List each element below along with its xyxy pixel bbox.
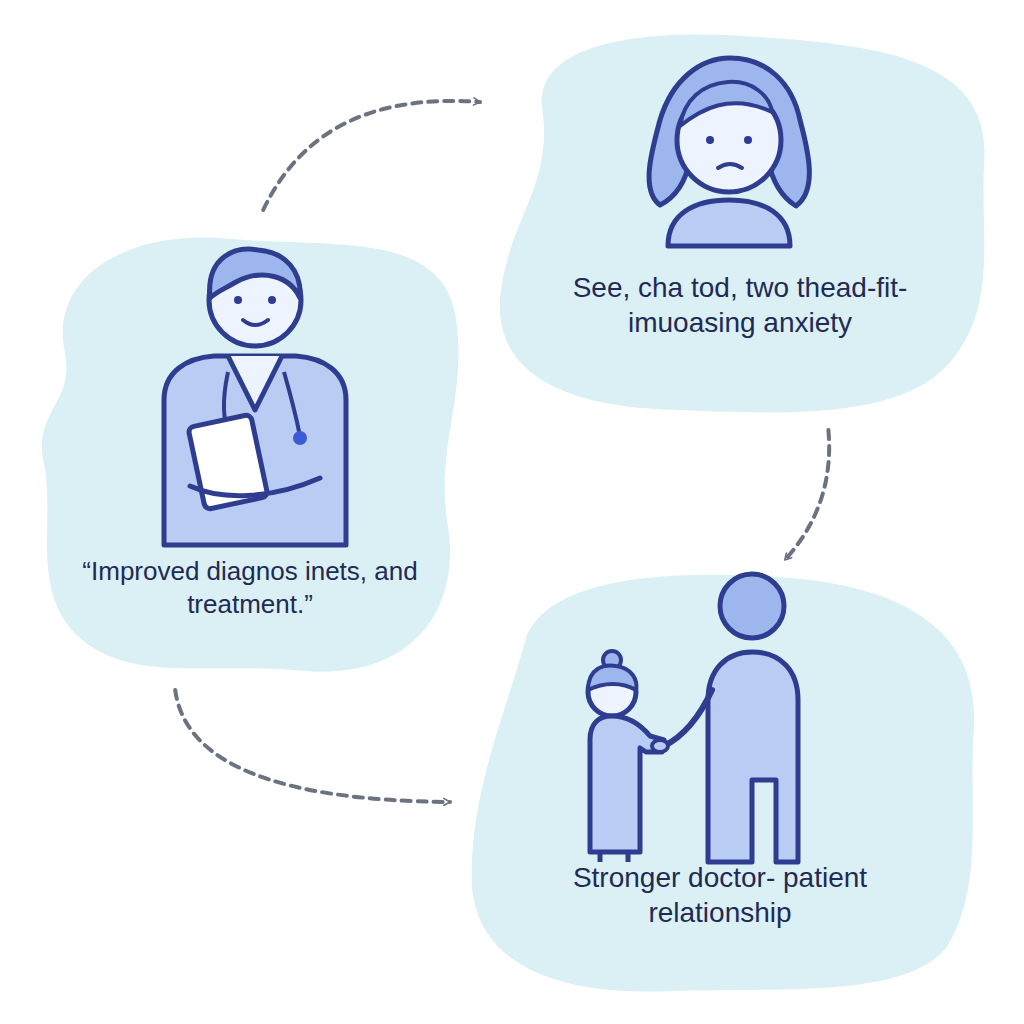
blob-fill <box>42 238 458 672</box>
blob-node: “Improved diagnos inets, and treatment.” <box>30 210 470 690</box>
blob-fill <box>500 34 985 412</box>
node-label: “Improved diagnos inets, and treatment.” <box>50 555 450 620</box>
dashed-arrow <box>785 430 829 560</box>
dashed-arrow <box>175 690 450 802</box>
node-label: See, cha tod, two thead-fit-imuoasing an… <box>530 270 950 340</box>
blob-node: See, cha tod, two thead-fit-imuoasing an… <box>480 20 1000 430</box>
blob-node: Stronger doctor- patient relationship <box>450 560 990 1000</box>
person-illustration <box>480 20 1000 430</box>
blob-fill <box>472 575 974 992</box>
person-illustration <box>450 560 990 1000</box>
dashed-arrow <box>263 101 480 210</box>
node-label: Stronger doctor- patient relationship <box>500 860 940 930</box>
